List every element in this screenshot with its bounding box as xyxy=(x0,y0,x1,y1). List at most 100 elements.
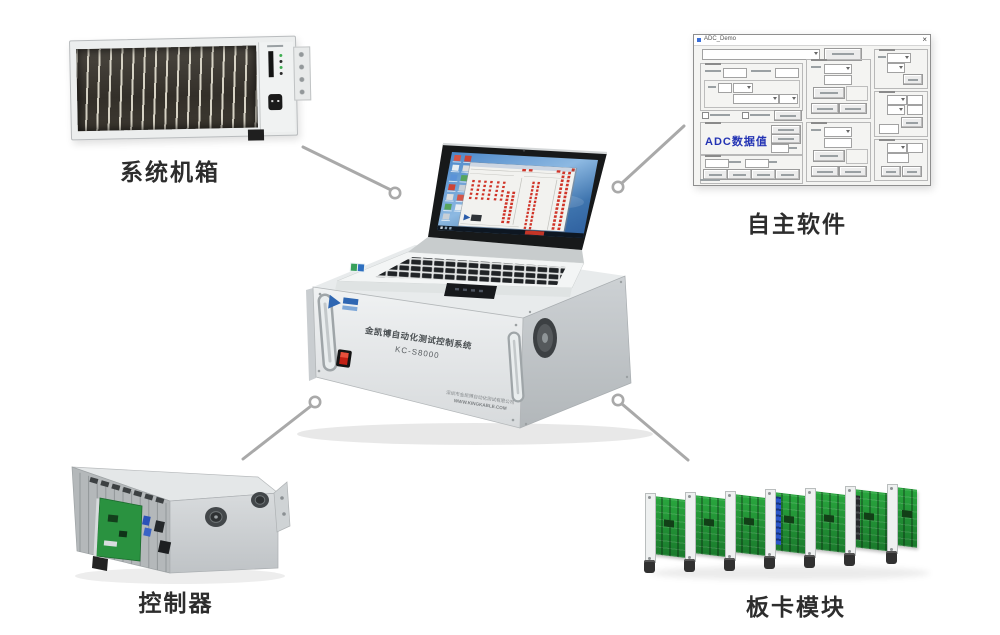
led-indicator xyxy=(528,226,532,230)
led-indicator xyxy=(505,194,510,198)
group-label xyxy=(879,49,895,51)
led-indicator xyxy=(512,191,516,195)
laptop-sticker xyxy=(349,262,366,273)
test-app-window xyxy=(458,162,576,232)
led-indicator xyxy=(531,211,535,215)
led-indicator xyxy=(482,189,486,192)
cage-mounting-flange xyxy=(293,46,312,101)
led-indicator xyxy=(529,223,533,226)
software-screenshot: ADC_Demo × ADC数据值 xyxy=(693,34,931,186)
module-front-panel xyxy=(765,489,776,559)
checkbox-label xyxy=(710,114,730,116)
led-indicator xyxy=(502,213,506,216)
touchpad-icons xyxy=(454,287,484,293)
led-indicator xyxy=(487,193,491,196)
status-text xyxy=(700,179,720,181)
panel-screws xyxy=(317,280,629,426)
led-indicator xyxy=(567,171,572,175)
right-handle-face xyxy=(509,333,523,401)
led-indicator xyxy=(561,203,566,207)
group-label xyxy=(705,155,721,157)
fan-hub xyxy=(542,333,548,343)
dropdown xyxy=(887,143,907,153)
controller-photo xyxy=(71,466,291,574)
led-indicator xyxy=(528,200,532,203)
small-button xyxy=(881,166,901,177)
desktop-icon xyxy=(446,193,454,201)
dropdown xyxy=(779,94,798,104)
led-indicator xyxy=(553,215,557,218)
controller-fan-icon xyxy=(251,492,269,508)
led-indicator xyxy=(528,169,533,172)
checkbox xyxy=(702,112,709,119)
dropdown xyxy=(733,83,753,93)
icon-label xyxy=(453,210,463,212)
group-label xyxy=(811,59,827,61)
module-pcb xyxy=(853,489,891,552)
cage-psu-section xyxy=(258,41,295,133)
switch-rocker xyxy=(339,351,349,365)
led-indicator xyxy=(508,209,512,213)
led-indicator xyxy=(470,188,474,191)
group-io-2 xyxy=(874,91,928,137)
unit-label xyxy=(789,147,797,149)
field xyxy=(705,159,729,168)
switch-highlight xyxy=(340,351,349,359)
led-indicator xyxy=(556,170,561,173)
led-indicator xyxy=(559,183,564,187)
group-da-channel-2 xyxy=(806,122,871,182)
led-indicator xyxy=(502,181,506,184)
icon-label xyxy=(441,219,450,222)
desktop-icon xyxy=(442,213,451,220)
led-indicator xyxy=(535,193,538,196)
controller-slot-lines xyxy=(79,472,167,573)
led-indicator xyxy=(522,168,527,172)
fan-inner xyxy=(537,324,553,352)
field-label xyxy=(811,129,821,131)
led-indicator xyxy=(474,197,478,200)
led-indicator xyxy=(532,208,536,211)
field xyxy=(745,159,769,168)
controller-shadow xyxy=(75,568,285,584)
icon-label xyxy=(443,210,452,212)
chassis-company-text: 深圳市金凯博自动化测试有限公司 xyxy=(446,389,516,406)
sub-group xyxy=(846,86,868,101)
dropdown xyxy=(887,53,911,63)
refresh-button xyxy=(824,48,862,61)
modules-shadow xyxy=(650,566,930,580)
led-indicator xyxy=(489,180,493,184)
small-button xyxy=(771,134,801,144)
module-knob xyxy=(886,551,897,564)
desktop-icon xyxy=(464,155,472,162)
field xyxy=(879,124,899,134)
chassis-front-panel xyxy=(312,286,524,429)
led-indicator xyxy=(471,184,475,187)
psu-label-text xyxy=(267,44,284,48)
desktop-wallpaper xyxy=(437,152,598,238)
led-indicator xyxy=(559,215,563,219)
led-indicator xyxy=(525,215,529,218)
io-block xyxy=(153,520,165,533)
led-indicator xyxy=(524,219,528,222)
icon-label xyxy=(459,181,468,183)
psu-card-slot xyxy=(268,51,274,78)
led-indicator xyxy=(552,223,556,226)
control-chassis-photo: 金凯博自动化测试控制系统 KC-S8000 深圳市金凯博自动化测试有限公司 WW… xyxy=(306,245,632,429)
app-guides xyxy=(460,168,571,230)
led-indicator xyxy=(530,215,534,219)
right-handle-slot xyxy=(512,339,520,395)
pcb-chip xyxy=(107,514,119,523)
connector-ring-bottom-left xyxy=(308,395,322,409)
led-indicator xyxy=(488,189,492,192)
led-indicator xyxy=(502,185,505,189)
small-button xyxy=(903,74,923,85)
chassis-top-face xyxy=(313,245,625,318)
backplane-connector xyxy=(111,483,121,491)
backplane-connector xyxy=(122,486,132,494)
desktop-icon xyxy=(453,154,462,162)
led-indicator xyxy=(562,199,566,203)
controller-ear xyxy=(273,481,291,533)
led-indicator xyxy=(563,195,567,199)
led-indicator xyxy=(503,209,507,213)
group-label xyxy=(705,63,721,65)
